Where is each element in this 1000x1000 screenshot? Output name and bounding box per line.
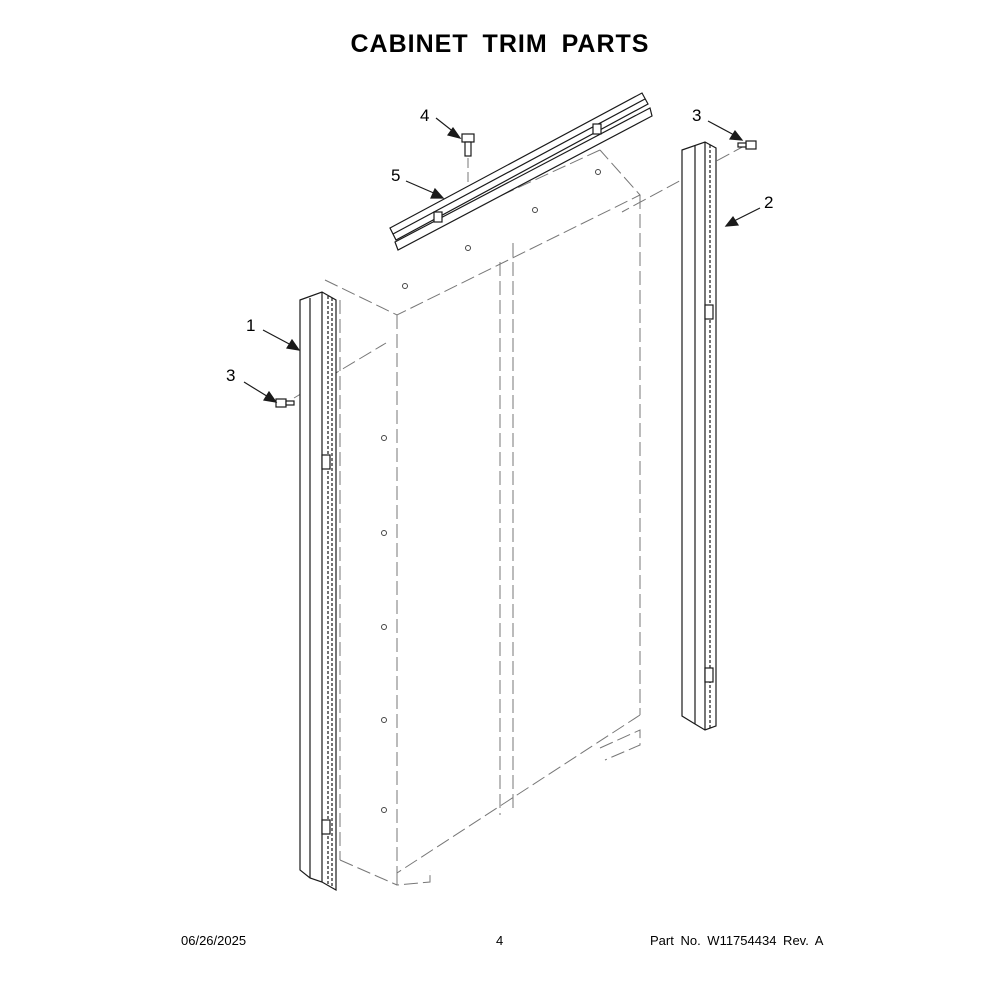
top-screw-part	[461, 133, 475, 157]
cabinet-holes	[381, 169, 601, 813]
footer-date: 06/26/2025	[181, 933, 247, 948]
callout-arrows	[243, 117, 761, 403]
right-screw-part	[737, 140, 757, 150]
callout-3-left: 3	[226, 366, 235, 385]
callout-3-right: 3	[692, 106, 701, 125]
footer-page-number: 4	[496, 933, 504, 948]
callout-2: 2	[764, 193, 773, 212]
page-title: CABINET TRIM PARTS	[350, 30, 650, 58]
right-side-trim-part	[681, 141, 717, 731]
callout-1: 1	[246, 316, 255, 335]
callout-5: 5	[391, 166, 400, 185]
callout-4: 4	[420, 106, 429, 125]
left-side-trim-part	[299, 291, 337, 892]
top-trim-part	[389, 92, 653, 251]
cabinet-outline	[324, 149, 641, 886]
footer-part-number: Part No. W11754434 Rev. A	[650, 933, 824, 948]
left-screw-part	[275, 398, 295, 408]
